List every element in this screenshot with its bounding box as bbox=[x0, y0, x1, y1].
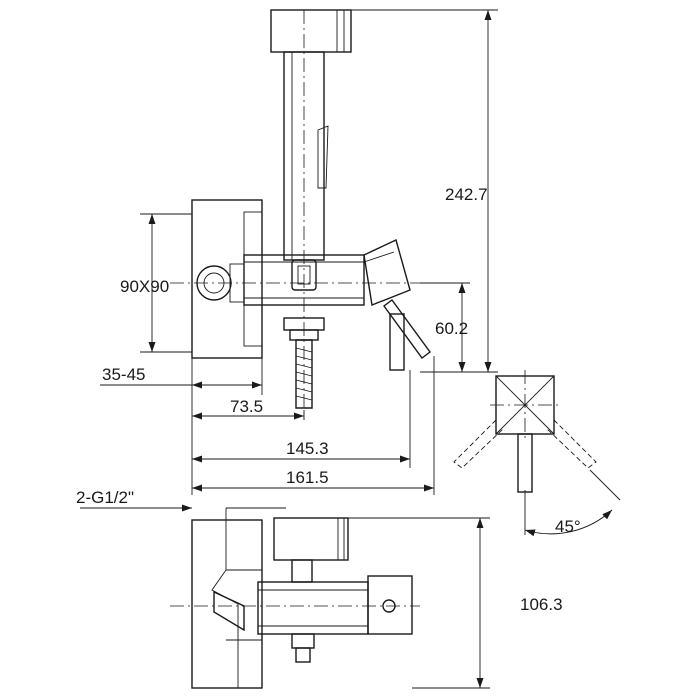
valve-body-side bbox=[257, 575, 413, 663]
dim-body-length: 145.3 bbox=[286, 439, 329, 458]
rotation-detail bbox=[453, 370, 621, 535]
dim-thread: 2-G1/2" bbox=[76, 488, 134, 507]
dim-rotation-angle: 45° bbox=[555, 517, 581, 536]
dim-outlet-offset: 60.2 bbox=[435, 319, 468, 338]
shower-head-side bbox=[273, 517, 349, 583]
dim-inlet-depth: 73.5 bbox=[230, 397, 263, 416]
dim-wall-depth: 35-45 bbox=[102, 365, 145, 384]
side-view bbox=[170, 517, 420, 689]
dim-wall-box: 90X90 bbox=[120, 277, 169, 296]
front-view bbox=[170, 9, 440, 420]
dim-side-height: 106.3 bbox=[520, 595, 563, 614]
dim-height-total: 242.7 bbox=[445, 185, 488, 204]
shower-head-front bbox=[270, 9, 352, 261]
dim-overall-length: 161.5 bbox=[286, 468, 329, 487]
wall-box-side bbox=[191, 519, 263, 689]
dimension-lines bbox=[80, 9, 613, 689]
lever-handle-front bbox=[363, 239, 431, 371]
wall-box-front bbox=[191, 199, 263, 359]
